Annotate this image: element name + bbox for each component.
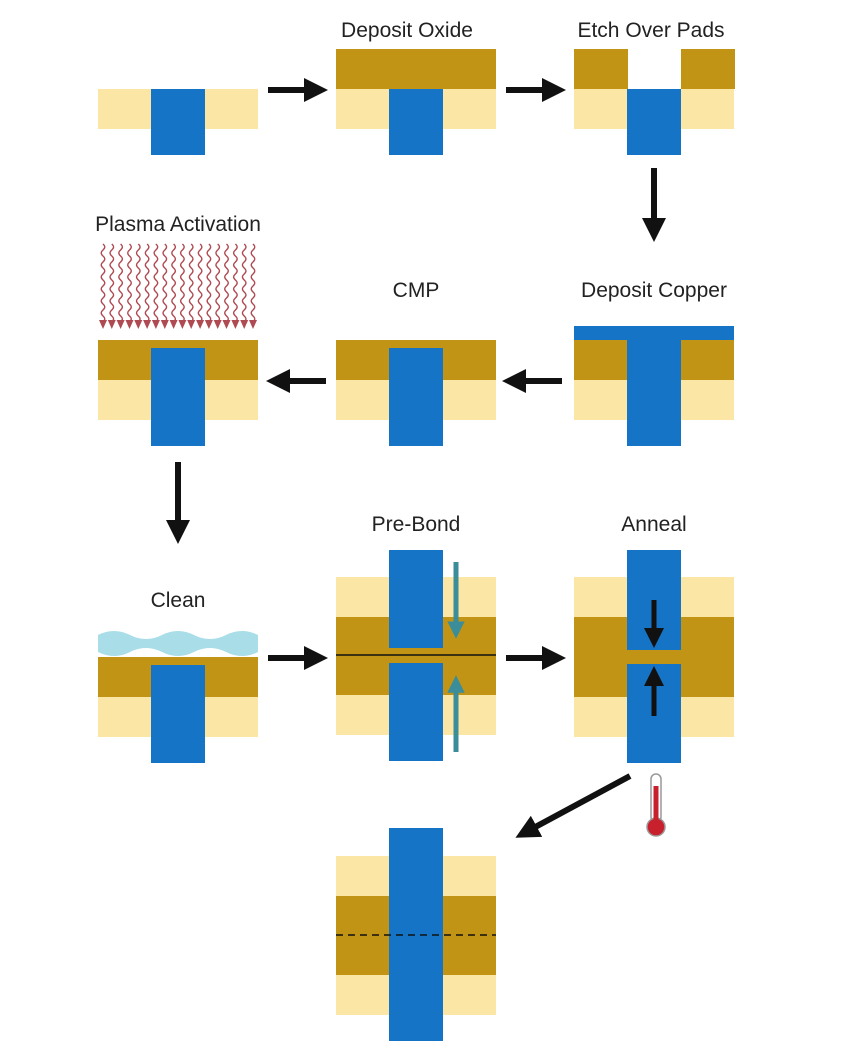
- step-cmp: CMP: [336, 279, 496, 446]
- step-deposit-copper: Deposit Copper: [574, 279, 734, 446]
- plasma-arrowhead: [204, 320, 213, 329]
- step-deposit-oxide: Deposit Oxide: [336, 19, 496, 155]
- plasma-wave-strand: [171, 243, 177, 323]
- copper-pad: [389, 348, 443, 446]
- copper-pad: [151, 348, 205, 446]
- oxide-layer-right: [681, 49, 735, 89]
- plasma-arrowhead: [213, 320, 222, 329]
- copper-pad: [627, 89, 681, 155]
- step-plasma-activation: Plasma Activation: [95, 213, 261, 446]
- step-bonded-result: [336, 828, 496, 1041]
- step-initial-wafer: [98, 89, 258, 155]
- plasma-wave-strand: [127, 243, 132, 323]
- plasma-arrowhead: [116, 320, 125, 329]
- water-wave-icon: [98, 631, 258, 656]
- plasma-arrowhead: [134, 320, 143, 329]
- plasma-wave-icon: [99, 243, 257, 329]
- plasma-arrowhead: [151, 320, 160, 329]
- plasma-wave-strand: [215, 243, 221, 323]
- plasma-arrowhead: [222, 320, 231, 329]
- plasma-arrowhead: [125, 320, 134, 329]
- label-plasma-activation: Plasma Activation: [95, 213, 261, 236]
- label-clean: Clean: [151, 589, 206, 612]
- oxide-layer-left: [574, 49, 628, 89]
- copper-pad: [151, 665, 205, 763]
- copper-pad: [389, 89, 443, 155]
- copper-pad: [627, 326, 681, 446]
- plasma-arrowhead: [143, 320, 152, 329]
- label-deposit-copper: Deposit Copper: [581, 279, 727, 302]
- plasma-arrowhead: [187, 320, 196, 329]
- step-clean: Clean: [98, 589, 258, 763]
- plasma-arrowhead: [107, 320, 116, 329]
- plasma-arrowhead: [169, 320, 178, 329]
- plasma-wave-strand: [153, 243, 159, 323]
- oxide-layer: [336, 49, 496, 89]
- plasma-wave-strand: [118, 243, 124, 323]
- step-anneal: Anneal: [574, 513, 734, 763]
- copper-pad: [151, 89, 205, 155]
- plasma-wave-strand: [224, 243, 229, 323]
- plasma-wave-strand: [109, 243, 115, 323]
- thermometer-icon: [646, 773, 666, 837]
- plasma-arrowhead: [99, 320, 107, 329]
- label-etch-over-pads: Etch Over Pads: [577, 19, 724, 42]
- label-deposit-oxide: Deposit Oxide: [341, 19, 473, 42]
- plasma-arrowhead: [160, 320, 169, 329]
- plasma-wave-strand: [100, 243, 106, 323]
- step-etch-over-pads: Etch Over Pads: [574, 19, 735, 155]
- label-cmp: CMP: [393, 279, 440, 302]
- plasma-wave-strand: [135, 243, 141, 323]
- plasma-wave-strand: [197, 243, 203, 323]
- step-pre-bond: Pre-Bond: [336, 513, 496, 761]
- plasma-arrowhead: [196, 320, 205, 329]
- plasma-arrowhead: [178, 320, 187, 329]
- plasma-wave-strand: [144, 243, 150, 323]
- bottom-copper-pad: [389, 663, 443, 761]
- label-anneal: Anneal: [621, 513, 686, 536]
- plasma-wave-strand: [162, 243, 168, 323]
- plasma-wave-strand: [250, 243, 256, 323]
- plasma-wave-strand: [206, 243, 212, 323]
- plasma-arrowhead: [240, 320, 249, 329]
- top-copper-pad: [389, 550, 443, 648]
- plasma-wave-strand: [241, 243, 247, 323]
- plasma-wave-strand: [232, 243, 238, 323]
- label-pre-bond: Pre-Bond: [372, 513, 461, 536]
- plasma-wave-strand: [179, 243, 185, 323]
- flow-arrow-diagonal-icon: [515, 773, 632, 838]
- plasma-wave-strand: [188, 243, 194, 323]
- plasma-arrowhead: [249, 320, 257, 329]
- plasma-arrowhead: [231, 320, 240, 329]
